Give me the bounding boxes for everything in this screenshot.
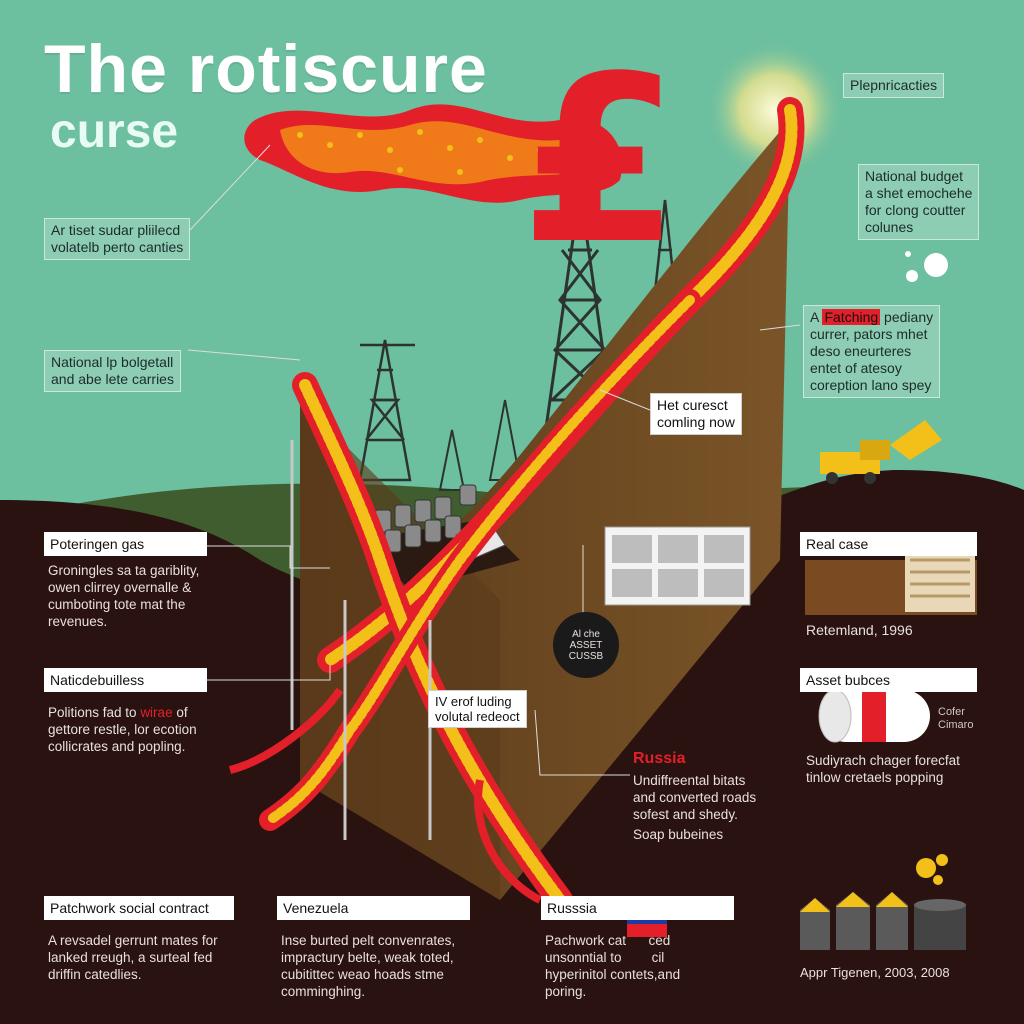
pipe-icon <box>818 689 930 743</box>
body-line: Pachwork cat ced <box>545 933 671 948</box>
body-line: impractury belte, weak toted, <box>281 950 454 965</box>
russia-mid-extra: Soap bubeines <box>633 827 724 842</box>
note-top-right: Plepnricacties <box>843 73 945 98</box>
note-national-budget: National budget a shet emochehe for clon… <box>858 164 980 240</box>
map-diagram-icon <box>604 526 751 606</box>
panel-body-asset-bubbles: Sudiyrach chager forecfat tinlow cretael… <box>806 752 960 786</box>
note-highlight: Fatching <box>822 309 881 325</box>
body-line: gettore restle, lor ecotion <box>48 722 197 737</box>
note-line: comling now <box>657 414 735 430</box>
circle-line: Al che <box>572 628 600 640</box>
russia-mid-title: Russia <box>633 750 686 767</box>
body-line: poring. <box>545 984 587 999</box>
panel-body-russia-bottom: Pachwork cat ced unsonntial to cil hyper… <box>545 932 680 1000</box>
page-title-line2: curse <box>50 105 179 158</box>
sun-glow-icon <box>705 40 845 180</box>
body-line: owen clirrey overnalle & <box>48 580 192 595</box>
note-hot-current: Het curesct comling now <box>650 393 742 435</box>
russia-mid-body: Undiffreental bitats and converted roads… <box>633 772 756 823</box>
note-left-top: Ar tiset sudar pliilecd volatelb perto c… <box>44 218 191 260</box>
panel-header-national-builders: Naticdebuilless <box>44 668 207 692</box>
panel-body-venezuela: Inse burted pelt convenrates, impractury… <box>281 932 455 1000</box>
panel-body-petroleum-gas: Groningles sa ta gariblity, owen clirrey… <box>48 562 199 630</box>
note-current-factors: A Fatching pediany currer, pators mhet d… <box>803 305 941 398</box>
body-line: Sudiyrach chager forecfat <box>806 753 960 768</box>
panel-header-asset-bubbles: Asset bubces <box>800 668 977 692</box>
note-line: entet of atesoy <box>810 360 902 376</box>
note-line: and abe lete carries <box>51 371 174 387</box>
coaster-track-icon <box>259 289 701 831</box>
asset-curse-circle: Al che ASSET CUSSB <box>553 612 619 678</box>
body-line: collicrates and popling. <box>48 739 186 754</box>
body-line: comminghing. <box>281 984 366 999</box>
note-line: volutal redeoct <box>435 709 520 724</box>
note-line: National budget <box>865 168 964 184</box>
body-line: lanked rreugh, a surteal fed <box>48 950 213 965</box>
houses-icon <box>800 854 966 950</box>
oil-derrick-icon <box>358 339 415 482</box>
note-text: Plepnricacties <box>850 77 938 93</box>
excavator-icon <box>820 420 942 484</box>
body-red-text: wirae <box>140 705 173 720</box>
body-line: unsonntial to cil <box>545 950 665 965</box>
real-case-image <box>805 552 977 615</box>
page-title: The rotiscure <box>44 31 488 107</box>
coaster-track-icon <box>292 372 573 913</box>
body-line: hyperinitol contets,and <box>545 967 681 982</box>
side-line: Cimaro <box>938 719 974 731</box>
panel-header-petroleum-gas: Poteringen gas <box>44 532 207 556</box>
pound-sign-icon: £ <box>520 28 680 295</box>
note-line: deso eneurteres <box>810 343 912 359</box>
body-line: cumboting tote mat the <box>48 597 186 612</box>
panel-header-patchwork: Patchwork social contract <box>44 896 234 920</box>
note-line: National lp bolgetall <box>51 354 174 370</box>
body-line: driffin catedlies. <box>48 967 142 982</box>
panel-side-asset-bubbles: Cofer Cimaro <box>938 706 973 732</box>
panel-header-venezuela: Venezuela <box>277 896 470 920</box>
note-volatile-redirect: IV erof luding volutal redeoct <box>428 690 527 728</box>
note-line: colunes <box>865 219 914 235</box>
bottom-right-caption: Appr Tigenen, 2003, 2008 <box>800 965 950 980</box>
note-line: Ar tiset sudar pliilecd <box>51 222 181 238</box>
body-text: of <box>172 705 188 720</box>
note-national-left: National lp bolgetall and abe lete carri… <box>44 350 181 392</box>
body-line: Groningles sa ta gariblity, <box>48 563 200 578</box>
body-line: Politions fad to wirae of <box>48 704 197 721</box>
body-line: revenues. <box>48 614 108 629</box>
panel-body-patchwork: A revsadel gerrunt mates for lanked rreu… <box>48 932 218 983</box>
note-line: coreption lano spey <box>810 377 932 393</box>
body-line: sofest and shedy. <box>633 807 738 822</box>
note-line: IV erof luding <box>435 694 512 709</box>
circle-line: ASSET <box>569 639 603 651</box>
note-line: Het curesct <box>657 397 728 413</box>
body-line: and converted roads <box>633 790 757 805</box>
note-line: A Fatching pediany <box>810 309 933 326</box>
note-line: currer, pators mhet <box>810 326 928 342</box>
body-line: cubitittec weao hoads stme <box>281 967 444 982</box>
note-line: a shet emochehe <box>865 185 973 201</box>
note-line-rest: pediany <box>880 309 934 325</box>
panel-header-russia-bottom: Russsia <box>541 896 734 920</box>
body-line: tinlow cretaels popping <box>806 770 944 785</box>
side-line: Cofer <box>938 706 965 718</box>
panel-body-national-builders: Politions fad to wirae of gettore restle… <box>48 704 197 755</box>
panel-header-real-case: Real case <box>800 532 977 556</box>
body-line: A revsadel gerrunt mates for <box>48 933 218 948</box>
bubbles-icon <box>905 251 948 282</box>
body-line: Undiffreental bitats <box>633 773 746 788</box>
panel-caption-real-case: Retemland, 1996 <box>806 622 913 638</box>
note-prefix: A <box>810 309 819 325</box>
note-line: for clong coutter <box>865 202 966 218</box>
note-line: volatelb perto canties <box>51 239 184 255</box>
body-text: Politions fad to <box>48 705 141 720</box>
circle-line: CUSSB <box>568 650 604 662</box>
body-line: Inse burted pelt convenrates, <box>281 933 456 948</box>
